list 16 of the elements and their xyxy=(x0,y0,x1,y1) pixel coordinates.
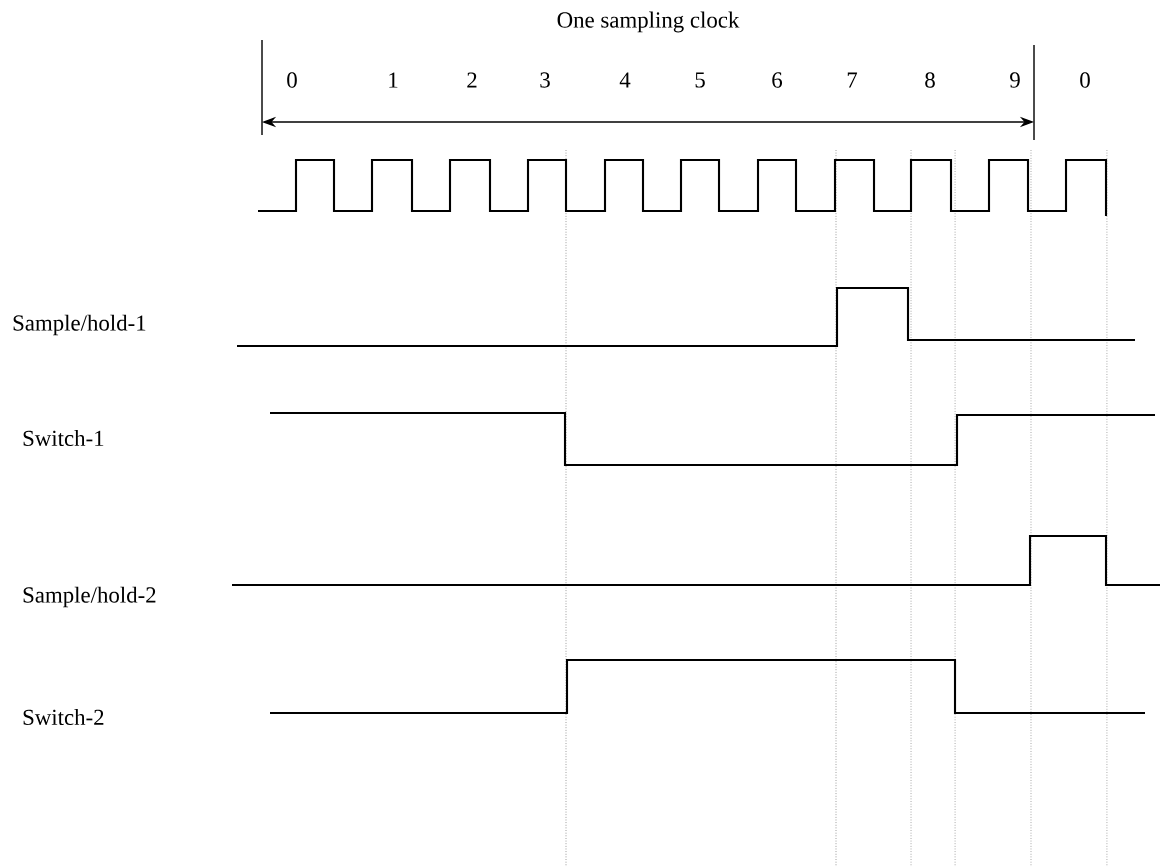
tick-label: 7 xyxy=(847,72,858,88)
signal-name: Switch-2 xyxy=(23,709,104,726)
tick-label: 8 xyxy=(925,72,935,88)
signal-name: Sample/hold-1 xyxy=(13,314,146,336)
tick-label: 0 xyxy=(287,72,297,88)
signal-name: Sample/hold-2 xyxy=(23,586,156,608)
tick-label: 9 xyxy=(1010,72,1020,88)
axis-title: One sampling clock xyxy=(557,11,740,33)
signal-name: Switch-1 xyxy=(23,430,104,447)
tick-label: 4 xyxy=(619,72,631,88)
tick-label: 1 xyxy=(389,72,398,88)
tick-label: 2 xyxy=(467,72,477,88)
tick-label: 3 xyxy=(540,72,550,88)
tick-label: 6 xyxy=(772,72,783,88)
tick-label: 0 xyxy=(1080,72,1090,88)
tick-label: 5 xyxy=(695,72,705,88)
